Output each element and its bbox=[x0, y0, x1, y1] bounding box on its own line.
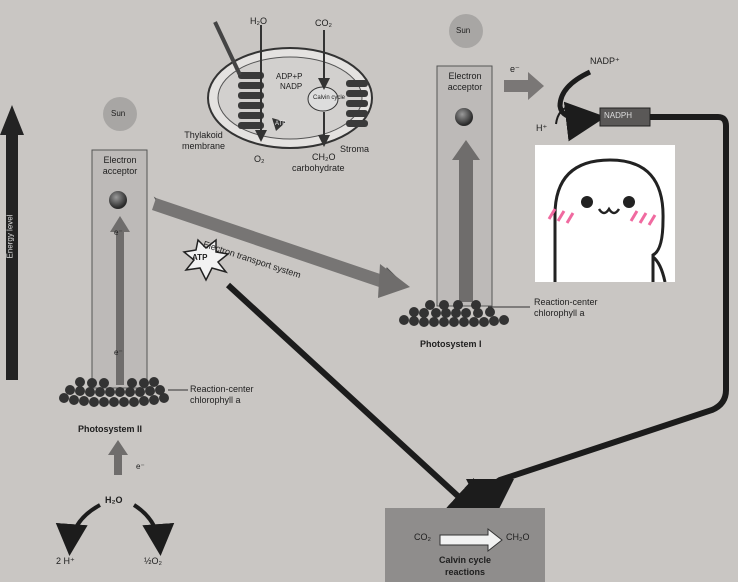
water-split-right-arrow bbox=[132, 503, 175, 556]
protons-label: 2 H⁺ bbox=[56, 556, 75, 566]
ps1-chlorophyll-cluster bbox=[399, 300, 509, 327]
proton-join-arrow bbox=[555, 105, 573, 125]
h-plus-label: H⁺ bbox=[536, 123, 548, 133]
ps1-electron-out-arrow bbox=[504, 72, 544, 100]
oxygen-label: ½O₂ bbox=[144, 556, 162, 566]
chloroplast-adp-label: ADP+P bbox=[276, 72, 303, 81]
chloroplast-ch2o-label: CH₂O bbox=[312, 152, 336, 162]
ps1-reaction-center-label: Reaction-center chlorophyll a bbox=[534, 297, 598, 318]
thylakoid-membrane-label: Thylakoid membrane bbox=[182, 130, 226, 151]
ps2-e-bottom-label: e⁻ bbox=[114, 348, 123, 357]
atp-burst-icon bbox=[182, 238, 230, 282]
chloroplast-carbohydrate-label: carbohydrate bbox=[292, 163, 345, 173]
energy-level-arrow bbox=[0, 105, 24, 380]
atp-to-calvin-line bbox=[225, 282, 493, 529]
nadph-to-calvin-line bbox=[466, 114, 729, 527]
ps2-sun-label: Sun bbox=[111, 109, 126, 118]
ps2-up-arrow bbox=[110, 216, 130, 385]
ps1-electron-acceptor-label: Electron acceptor bbox=[447, 71, 483, 92]
chloroplast-nadp-label: NADP bbox=[280, 82, 303, 91]
ps1-electron-label: e⁻ bbox=[510, 64, 520, 74]
chloroplast-inset bbox=[207, 21, 373, 149]
ps2-chlorophyll-cluster bbox=[59, 377, 169, 407]
ps1-sun-icon bbox=[449, 14, 483, 48]
ps2-sun-icon bbox=[103, 97, 137, 131]
ps2-e-top-label: e⁻ bbox=[114, 228, 123, 237]
ps2-title: Photosystem II bbox=[78, 424, 143, 434]
ps2-electron-input-arrow bbox=[108, 440, 128, 475]
water-label: H₂O bbox=[105, 495, 123, 505]
nadph-label: NADPH bbox=[604, 111, 633, 120]
cute-face-sticker bbox=[547, 158, 667, 283]
chloroplast-atp-label: ATP bbox=[275, 121, 287, 127]
energy-level-label: Energy level bbox=[5, 214, 15, 259]
chloroplast-h2o-label: H₂O bbox=[250, 16, 267, 26]
nadp-plus-label: NADP⁺ bbox=[590, 56, 620, 66]
ps1-up-arrow bbox=[452, 140, 480, 302]
chloroplast-co2-label: CO₂ bbox=[315, 18, 332, 28]
nadp-reduction-arrow bbox=[557, 69, 606, 142]
ps2-electron-input-label: e⁻ bbox=[136, 462, 145, 471]
chloroplast-o2-label: O₂ bbox=[254, 154, 265, 164]
ps1-sun-label: Sun bbox=[456, 26, 471, 35]
ps2-electron-acceptor-label: Electron acceptor bbox=[102, 155, 138, 176]
calvin-cycle-title: Calvin cycle reactions bbox=[438, 555, 492, 577]
ps2-acceptor-sphere bbox=[109, 191, 127, 209]
sticker-overlay bbox=[535, 145, 675, 283]
calvin-ch2o-label: CH₂O bbox=[506, 532, 530, 542]
ps1-title: Photosystem I bbox=[420, 339, 482, 349]
water-split-left-arrow bbox=[55, 503, 101, 556]
ps1-acceptor-sphere bbox=[455, 108, 473, 126]
chloroplast-calvin-label: Calvin cycle bbox=[313, 95, 346, 101]
ps2-reaction-center-label: Reaction-center chlorophyll a bbox=[190, 384, 254, 405]
calvin-co2-label: CO₂ bbox=[414, 532, 431, 542]
atp-label: ATP bbox=[192, 253, 208, 262]
chloroplast-stroma-label: Stroma bbox=[340, 144, 370, 154]
